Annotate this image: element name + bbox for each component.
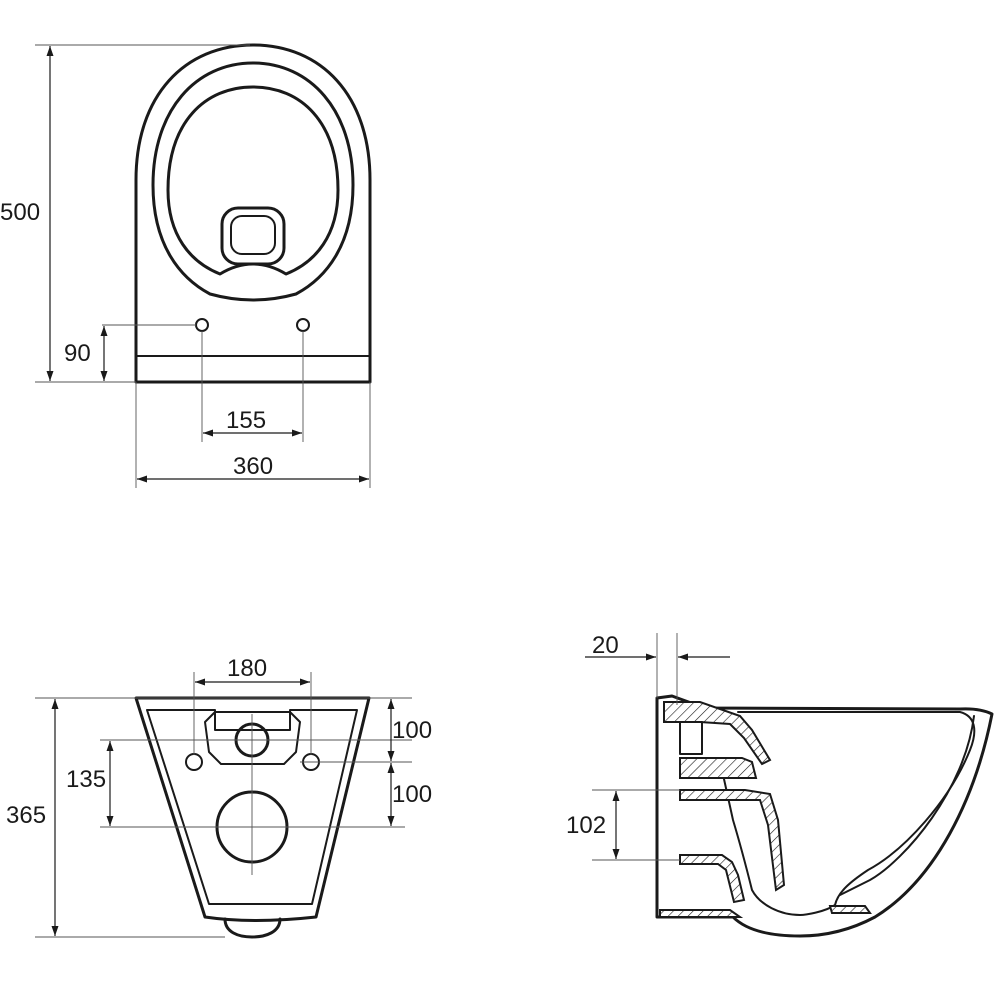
upper-offset-dimension-label: 100 [392, 717, 432, 744]
top-view-fixing-hole-right [296, 318, 310, 332]
side-view-inner-bowl [721, 711, 976, 916]
side-view-outlet-wall-lower [679, 854, 746, 904]
side-view-outlet-wall-upper [679, 789, 786, 892]
side-view-base-section [659, 909, 744, 918]
back-view-outline [134, 696, 371, 922]
side-view-outer-shell [655, 694, 994, 938]
hole-offset-dimension-label: 90 [64, 340, 91, 367]
top-view: 500 90 155 360 [0, 43, 372, 488]
back-view: 180 100 100 135 365 [6, 655, 432, 939]
depth-dimension-label: 500 [0, 199, 40, 226]
side-view-flush-channel [679, 757, 758, 779]
back-view-inner-outline [146, 709, 358, 905]
back-view-bracket [204, 711, 301, 765]
wall-offset-dimension-label: 20 [592, 632, 619, 659]
height-dimension-label: 365 [6, 802, 46, 829]
side-view-inlet-port [679, 721, 703, 755]
top-view-bowl-outline [134, 43, 372, 384]
back-view-foot [223, 917, 282, 939]
top-view-bowl-interior [166, 85, 340, 276]
side-view-front-wall [839, 715, 975, 896]
back-view-bolt-left [185, 753, 203, 771]
side-view-front-base-section [828, 905, 872, 914]
width-dimension-label: 360 [233, 453, 273, 480]
top-view-rim [151, 61, 355, 302]
outlet-height-dimension-label: 102 [566, 812, 606, 839]
hole-spacing-dimension-label: 155 [226, 407, 266, 434]
bolt-spacing-dimension-label: 180 [227, 655, 267, 682]
top-view-fixing-hole-left [195, 318, 209, 332]
bolt-height-dimension-label: 135 [66, 766, 106, 793]
top-view-drain-outer [220, 206, 286, 266]
side-view: 20 102 [566, 632, 994, 938]
lower-offset-dimension-label: 100 [392, 781, 432, 808]
top-view-drain-inner [230, 215, 276, 255]
